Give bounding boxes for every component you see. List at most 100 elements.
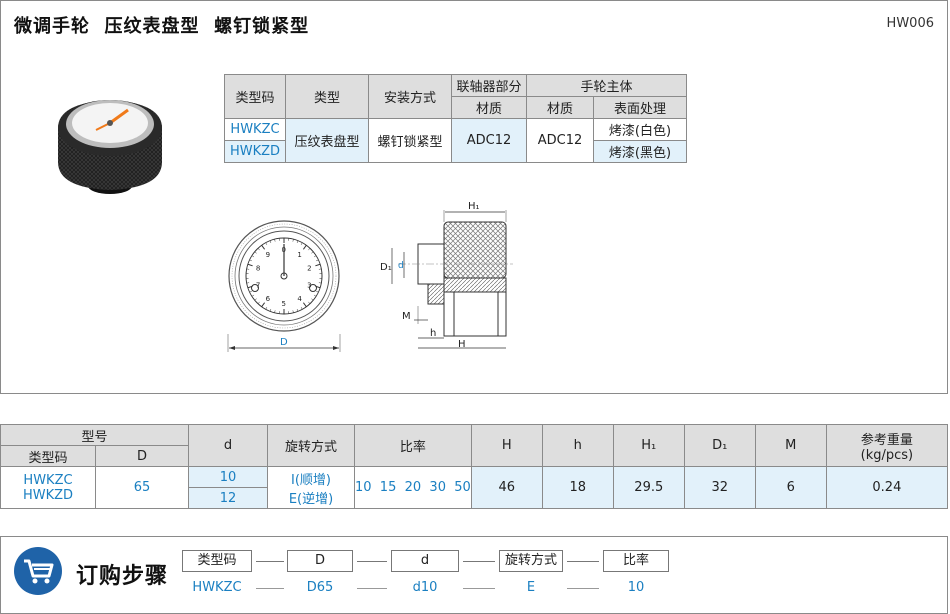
- dial-tick: [315, 263, 321, 267]
- row-code-1: HWKZC: [23, 472, 73, 488]
- dial-tick: [316, 259, 319, 262]
- value-connector: [567, 588, 599, 589]
- dial-tick: [296, 308, 299, 312]
- cart-icon: [14, 547, 62, 595]
- hdr-D1: D₁: [683, 424, 756, 467]
- product-photo: [58, 100, 162, 194]
- dial-tick: [311, 251, 314, 254]
- label-M: M: [402, 311, 411, 322]
- step-value-type-code: HWKZC: [192, 580, 242, 595]
- front-view-drawing: 0123456789 D: [227, 220, 341, 352]
- step-value-D: D65: [306, 580, 334, 595]
- hdr-material-body: 材质: [526, 96, 594, 119]
- dial-tick: [274, 310, 276, 313]
- dial-tick: [257, 301, 260, 304]
- spec-code-1: HWKZC: [224, 118, 286, 141]
- dial-number: 6: [266, 295, 271, 303]
- hdr-surface: 表面处理: [593, 96, 687, 119]
- dial-tick: [292, 310, 294, 313]
- side-view-drawing: H₁ D₁ d M h H: [380, 201, 513, 350]
- dial-tick: [269, 308, 272, 312]
- dial-tick: [269, 240, 272, 244]
- row-H: 46: [470, 466, 543, 509]
- dial-tick: [300, 242, 303, 246]
- dial-tick: [302, 244, 307, 250]
- label-h: h: [430, 328, 436, 339]
- step-value-ratio: 10: [627, 580, 645, 595]
- dial-ticks: [246, 238, 322, 314]
- step-connector: [357, 561, 387, 562]
- row-code-2: HWKZD: [22, 487, 74, 503]
- dial-number: 1: [297, 251, 301, 259]
- dimension-table: 型号 d 旋转方式 比率 H h H₁ D₁ M 参考重量 (kg/pcs) 类…: [0, 424, 949, 509]
- hdr-H1: H₁: [612, 424, 685, 467]
- page-title: 微调手轮 压纹表盘型 螺钉锁紧型: [14, 16, 310, 37]
- row-codes: HWKZC HWKZD: [0, 466, 96, 509]
- step-connector: [463, 561, 495, 562]
- hdr-type-code: 类型码: [224, 74, 286, 119]
- label-D1: D₁: [380, 262, 392, 273]
- product-panel: [0, 0, 948, 394]
- dial-tick: [254, 251, 257, 254]
- row-h: 18: [541, 466, 614, 509]
- spec-surface-1: 烤漆(白色): [593, 118, 687, 141]
- hdr-d: d: [188, 424, 268, 467]
- hdr-rotation: 旋转方式: [267, 424, 355, 467]
- spec-table: 类型码 类型 安装方式 联轴器部分 手轮主体 材质 材质 表面处理 HWKZC …: [224, 74, 687, 163]
- row-rotation-2: E(逆增): [288, 491, 334, 507]
- hdr-type: 类型: [285, 74, 369, 119]
- step-connector: [256, 561, 284, 562]
- hdr-h: h: [541, 424, 614, 467]
- row-ratio: 10 15 20 30 50: [354, 466, 472, 509]
- dial-number: 9: [266, 251, 270, 259]
- dial-tick: [249, 259, 252, 262]
- spec-body-material: ADC12: [526, 118, 594, 163]
- hdr-weight-unit: (kg/pcs): [860, 447, 914, 463]
- dial-number: 2: [307, 265, 311, 273]
- dial-tick: [251, 255, 255, 258]
- value-connector: [463, 588, 495, 589]
- dial-tick: [274, 239, 276, 242]
- order-title: 订购步骤: [76, 564, 169, 589]
- hdr-body: 手轮主体: [526, 74, 687, 97]
- hdr-ratio: 比率: [354, 424, 472, 467]
- label-d: d: [398, 261, 404, 271]
- dial-tick: [311, 298, 314, 301]
- hdr-H: H: [470, 424, 543, 467]
- spec-install-value: 螺钉锁紧型: [368, 118, 452, 163]
- label-H: H: [458, 339, 466, 350]
- spec-surface-2: 烤漆(黑色): [593, 140, 687, 163]
- step-d: d: [391, 550, 459, 572]
- dial-tick: [265, 306, 268, 310]
- dial-tick: [313, 255, 317, 258]
- step-ratio: 比率: [603, 550, 669, 572]
- dial-tick: [249, 290, 252, 293]
- dial-tick: [316, 290, 319, 293]
- hdr-M: M: [754, 424, 827, 467]
- row-d-2: 12: [188, 487, 268, 509]
- row-rotation: I(顺增) E(逆增): [267, 466, 355, 509]
- step-value-d: d10: [412, 580, 438, 595]
- value-connector: [357, 588, 387, 589]
- spec-code-2: HWKZD: [224, 140, 286, 163]
- hdr-material-coupling: 材质: [451, 96, 527, 119]
- row-D1: 32: [683, 466, 756, 509]
- hdr-weight: 参考重量 (kg/pcs): [825, 424, 949, 467]
- row-H1: 29.5: [612, 466, 685, 509]
- dial-number: 4: [297, 295, 302, 303]
- row-D: 65: [95, 466, 189, 509]
- spec-coupling-material: ADC12: [451, 118, 527, 163]
- dial-tick: [300, 306, 303, 310]
- dial-tick: [308, 248, 311, 251]
- step-type-code: 类型码: [182, 550, 252, 572]
- step-value-rotation: E: [526, 580, 536, 595]
- row-M: 6: [754, 466, 827, 509]
- step-rotation: 旋转方式: [499, 550, 563, 572]
- dial-tick: [251, 294, 255, 297]
- dial-number: 3: [307, 281, 311, 289]
- spec-type-value: 压纹表盘型: [285, 118, 369, 163]
- product-code: HW006: [886, 16, 934, 31]
- row-weight: 0.24: [825, 466, 949, 509]
- dial-tick: [261, 244, 266, 250]
- dial-tick: [247, 263, 253, 267]
